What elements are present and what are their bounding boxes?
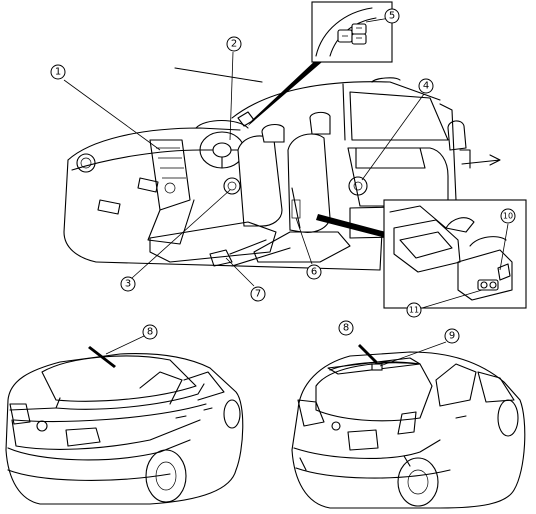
callout-9: 9: [379, 328, 460, 367]
callout-4: 4: [361, 78, 434, 181]
callout-8-sedan: 8: [105, 324, 158, 355]
callout-11: 11: [406, 289, 483, 318]
callout-2-label: 2: [231, 39, 237, 50]
interior-view: [63, 58, 501, 271]
sedan-rear-view: [5, 346, 244, 505]
callout-8-sedan-label: 8: [147, 327, 153, 338]
callout-3-label: 3: [125, 279, 131, 290]
callout-5-label: 5: [389, 11, 395, 22]
callout-7-label: 7: [255, 289, 261, 300]
callout-10: 10: [499, 208, 516, 271]
callout-4-label: 4: [423, 81, 429, 92]
callout-6: 6: [295, 217, 322, 280]
callout-11-label: 11: [409, 306, 419, 315]
callout-10-label: 10: [503, 212, 513, 221]
callout-8-hatch-label: 8: [343, 323, 349, 334]
callout-3: 3: [120, 189, 231, 292]
inset-window-switch: [311, 1, 393, 63]
callout-5: 5: [365, 8, 400, 24]
callout-1-label: 1: [55, 67, 61, 78]
callout-2: 2: [226, 36, 242, 141]
callout-1: 1: [50, 64, 161, 151]
callout-7: 7: [225, 257, 266, 302]
callout-6-label: 6: [311, 267, 317, 278]
callout-9-label: 9: [449, 331, 455, 342]
hatchback-rear-view: [291, 344, 526, 509]
callout-8-hatch: 8: [338, 320, 354, 336]
